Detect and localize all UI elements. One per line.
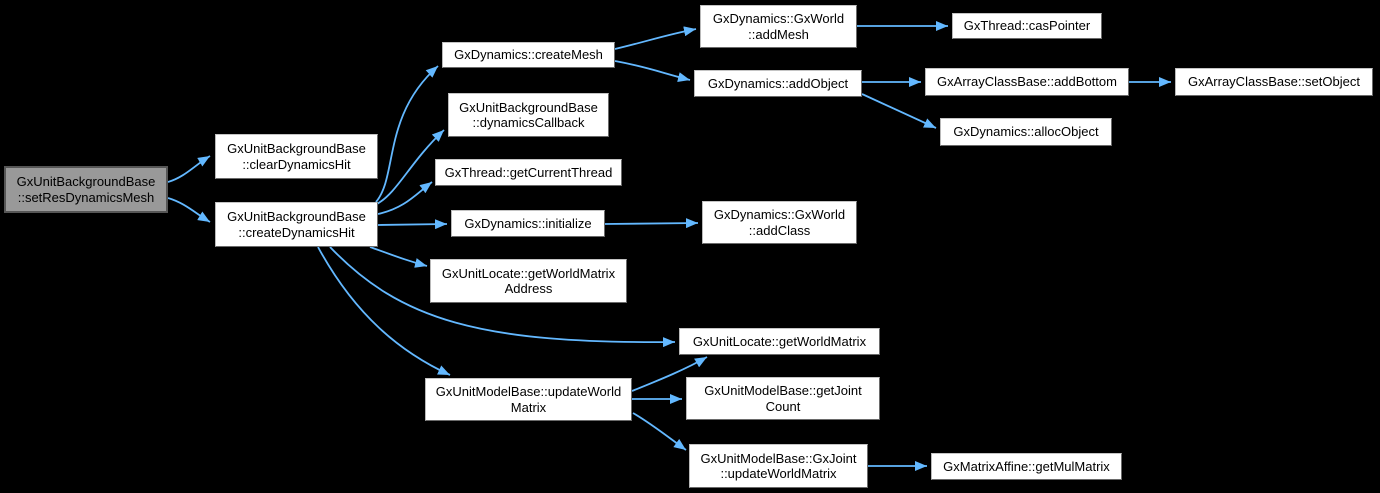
node-label: GxUnitBackgroundBase xyxy=(459,99,598,115)
node-label: GxThread::getCurrentThread xyxy=(444,164,613,180)
node-getmulmatrix[interactable]: GxMatrixAffine::getMulMatrix xyxy=(931,453,1122,480)
node-label: GxDynamics::GxWorld xyxy=(712,11,845,26)
edge-createmesh-addmesh xyxy=(614,26,697,50)
node-label: ::createDynamicsHit xyxy=(238,224,355,240)
edge-createdynamicshit-updateworldmatrix xyxy=(317,246,451,376)
node-label: GxMatrixAffine::getMulMatrix xyxy=(943,458,1110,474)
node-cleardynamicshit[interactable]: GxUnitBackgroundBase ::clearDynamicsHit xyxy=(215,134,378,179)
node-label: ::dynamicsCallback xyxy=(472,115,585,130)
node-label: GxDynamics::allocObject xyxy=(953,124,1099,140)
edge-createmesh-addobject xyxy=(614,60,691,82)
edge-createdynamicshit-getcurrentthread xyxy=(377,181,433,215)
node-getjointcount[interactable]: GxUnitModelBase::getJoint Count xyxy=(686,377,880,420)
edge-createdynamicshit-getworldmatrixaddress xyxy=(369,246,428,268)
node-addbottom[interactable]: GxArrayClassBase::addBottom xyxy=(925,68,1129,96)
node-updateworldmatrix[interactable]: GxUnitModelBase::updateWorld Matrix xyxy=(425,378,632,421)
edge-createdynamicshit-createmesh xyxy=(375,65,439,203)
node-getworldmatrixaddress[interactable]: GxUnitLocate::getWorldMatrix Address xyxy=(430,259,627,303)
edge-updateworldmatrix-getworldmatrix xyxy=(631,356,708,392)
node-setobject[interactable]: GxArrayClassBase::setObject xyxy=(1175,68,1373,96)
node-label: GxUnitLocate::getWorldMatrix xyxy=(692,333,867,349)
node-initialize[interactable]: GxDynamics::initialize xyxy=(451,210,605,237)
node-addclass[interactable]: GxDynamics::GxWorld ::addClass xyxy=(702,201,857,244)
edge-initialize-addclass xyxy=(604,218,699,229)
node-label: GxArrayClassBase::addBottom xyxy=(937,74,1117,90)
node-getworldmatrix[interactable]: GxUnitLocate::getWorldMatrix xyxy=(679,328,880,355)
node-caspointer[interactable]: GxThread::casPointer xyxy=(952,13,1102,39)
edge-updateworldmatrix-jointupdateworldmatrix xyxy=(632,412,687,451)
node-label: GxUnitLocate::getWorldMatrix xyxy=(441,265,616,281)
edge-createdynamicshit-initialize xyxy=(377,219,448,230)
node-label: GxDynamics::addObject xyxy=(707,75,849,91)
node-label: ::addMesh xyxy=(748,26,809,42)
node-label: GxArrayClassBase::setObject xyxy=(1188,74,1360,90)
edge-createdynamicshit-getworldmatrix xyxy=(329,246,676,348)
edge-setresdynamicsmesh-cleardynamicshit xyxy=(167,155,211,183)
node-label: GxUnitBackgroundBase xyxy=(16,174,156,189)
node-label: ::addClass xyxy=(748,222,811,238)
node-getcurrentthread[interactable]: GxThread::getCurrentThread xyxy=(435,159,622,186)
node-label: GxDynamics::createMesh xyxy=(454,47,603,63)
node-jointupdateworldmatrix[interactable]: GxUnitModelBase::GxJoint ::updateWorldMa… xyxy=(689,444,868,488)
edge-createdynamicshit-dynamicscallback xyxy=(376,129,445,205)
node-label: GxUnitBackgroundBase xyxy=(227,209,366,224)
node-label: Count xyxy=(765,398,801,414)
node-addmesh[interactable]: GxDynamics::GxWorld ::addMesh xyxy=(700,5,857,48)
node-label: GxUnitModelBase::getJoint xyxy=(704,383,862,398)
node-label: GxDynamics::GxWorld xyxy=(713,207,846,222)
node-label: GxUnitBackgroundBase xyxy=(227,141,366,156)
node-addobject[interactable]: GxDynamics::addObject xyxy=(694,70,862,97)
node-label: GxUnitModelBase::updateWorld xyxy=(435,384,622,399)
node-createdynamicshit[interactable]: GxUnitBackgroundBase ::createDynamicsHit xyxy=(215,202,378,247)
node-label: Matrix xyxy=(510,399,547,415)
node-label: Address xyxy=(504,281,553,296)
node-label: ::setResDynamicsMesh xyxy=(17,189,155,205)
edge-setresdynamicsmesh-createdynamicshit xyxy=(167,197,211,223)
edge-addobject-allocobject xyxy=(861,93,937,129)
node-dynamicscallback[interactable]: GxUnitBackgroundBase ::dynamicsCallback xyxy=(448,93,609,137)
node-label: ::updateWorldMatrix xyxy=(720,466,837,481)
node-label: GxThread::casPointer xyxy=(963,18,1091,34)
node-label: GxDynamics::initialize xyxy=(464,215,592,231)
node-setresdynamicsmesh[interactable]: GxUnitBackgroundBase ::setResDynamicsMes… xyxy=(4,166,168,213)
node-label: GxUnitModelBase::GxJoint xyxy=(700,450,857,466)
node-label: ::clearDynamicsHit xyxy=(242,156,351,172)
node-createmesh[interactable]: GxDynamics::createMesh xyxy=(442,42,615,68)
node-allocobject[interactable]: GxDynamics::allocObject xyxy=(940,118,1112,146)
